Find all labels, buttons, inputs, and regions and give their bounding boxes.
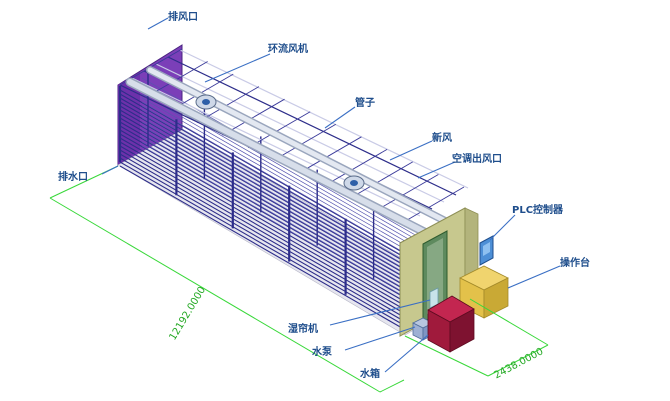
dimension-width-text: 2438.0000 [492,346,545,381]
shelf-tier [119,161,403,325]
roof-crossbar [299,136,362,174]
label-plc-controller: PLC控制器 [512,203,564,216]
label-drain-outlet: 排水口 [58,170,88,183]
roof-rail [155,63,445,203]
shelf-tier-inner [141,113,425,277]
dimension-length-text: 12192.0000 [168,285,209,342]
roof-crossbar [222,98,285,136]
shelf-tier-inner [141,117,425,281]
roof-crossbar [350,161,413,199]
shelf-tier-inner [141,133,425,297]
shelf-tier-inner [141,141,425,305]
label-water-tank: 水箱 [359,367,380,380]
label-exhaust-vent: 排风口 [168,10,198,23]
shelf-tier-inner [141,93,425,257]
circulation-fan [195,94,365,191]
label-circulation-fan: 环流风机 [268,42,308,55]
shelf-tier [119,153,403,317]
roof-crossbar [273,123,337,161]
shelf-tier [119,157,403,321]
shelf-tier-inner [141,145,425,309]
shelf-tier [119,141,403,305]
shelf-tier [119,149,403,313]
roof-rails [119,48,469,224]
roof-crossbar [247,111,311,149]
shelf-tier-inner [141,121,425,285]
shelf-tier-inner [141,109,425,273]
shelf-tier-inner [141,105,425,269]
shelf-tier [119,137,403,301]
shelf-tier-inner [141,129,425,293]
label-fresh-air: 新风 [432,131,452,144]
shelf-tier-inner [141,137,425,301]
label-ac-duct: 管子 [355,96,375,109]
plc-controller-box [479,235,494,266]
roof-rail [131,77,421,217]
label-humidifier: 湿帘机 [288,322,318,335]
operation-panel-box [459,265,509,319]
leader-lines [101,17,561,373]
label-water-pump: 水泵 [311,345,333,358]
roof-crossbar [401,186,465,224]
shelf-tier-inner [141,125,425,289]
shelf-tier-inner [141,97,425,261]
shelf-tier [119,133,403,297]
roof-crossbar [324,148,388,186]
roof-rail [179,49,469,189]
label-operation-panel: 操作台 [560,256,590,269]
shelf-tier [119,145,403,309]
roof-crossbar [376,174,439,211]
water-tank-box [427,295,475,353]
shelf-tier [119,165,403,329]
shelf-tier-inner [141,101,425,265]
roof-rail [167,56,457,196]
label-ac-outlet: 空调出风口 [452,152,502,165]
